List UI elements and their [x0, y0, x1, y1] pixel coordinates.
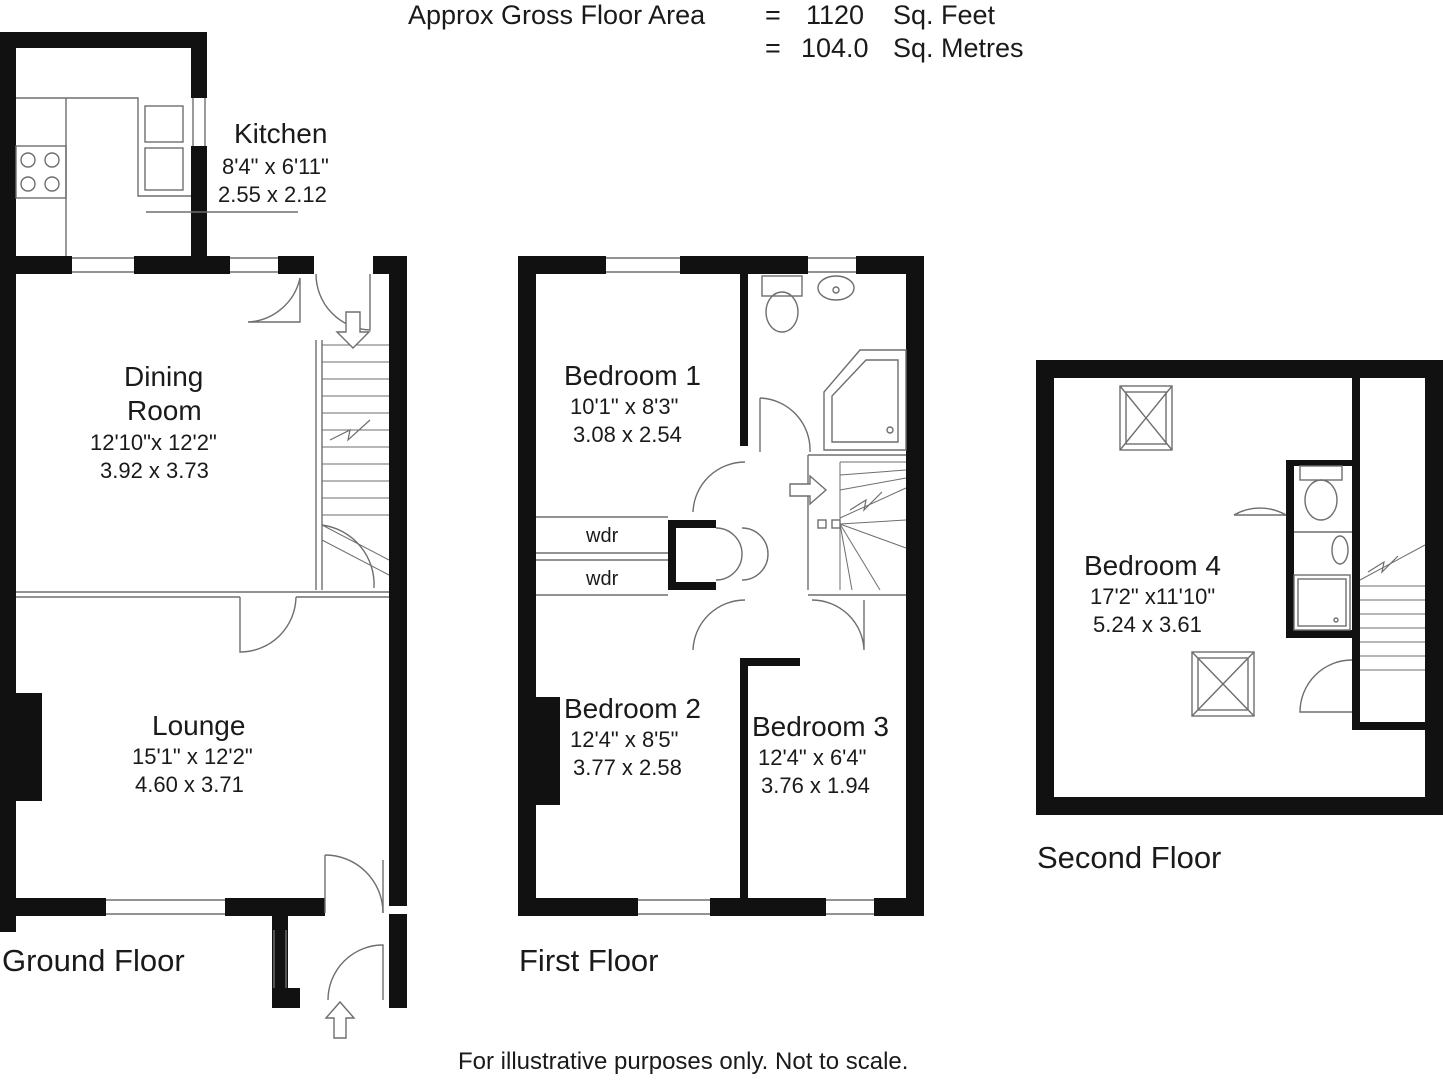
- ground-floor-walls: [0, 32, 407, 1008]
- equals-sign: =: [765, 33, 781, 63]
- second-floor-walls: [1036, 360, 1443, 815]
- lounge-metric: 4.60 x 3.71: [135, 772, 244, 797]
- bedroom4-name: Bedroom 4: [1084, 550, 1221, 581]
- ground-floor-fixtures: [15, 97, 390, 1039]
- bedroom2-name: Bedroom 2: [564, 693, 701, 724]
- sq-metres-unit: Sq. Metres: [893, 33, 1024, 63]
- lounge-imperial: 15'1" x 12'2": [132, 744, 253, 769]
- bedroom1-name: Bedroom 1: [564, 360, 701, 391]
- wardrobe-label: wdr: [586, 568, 619, 590]
- sq-feet-value: 1120: [806, 0, 865, 30]
- second-floor-fixtures: [1119, 385, 1426, 717]
- ground-floor-label: Ground Floor: [2, 943, 185, 978]
- ground-floor-plan: [0, 32, 407, 1039]
- first-floor-fixtures: [536, 257, 907, 915]
- kitchen-name: Kitchen: [234, 118, 328, 149]
- bedroom1-metric: 3.08 x 2.54: [573, 422, 682, 447]
- lounge-name: Lounge: [152, 710, 246, 741]
- dining-imperial: 12'10"x 12'2": [90, 430, 217, 455]
- second-floor-label: Second Floor: [1037, 840, 1222, 875]
- disclaimer-note: For illustrative purposes only. Not to s…: [458, 1048, 909, 1075]
- dining-name-line2: Room: [127, 395, 202, 426]
- first-floor-label: First Floor: [519, 943, 659, 978]
- bedroom2-metric: 3.77 x 2.58: [573, 755, 682, 780]
- dining-metric: 3.92 x 3.73: [100, 458, 209, 483]
- bedroom4-metric: 5.24 x 3.61: [1093, 612, 1202, 637]
- equals-sign: =: [765, 0, 781, 30]
- bedroom2-imperial: 12'4" x 8'5": [570, 727, 679, 752]
- dining-name-line1: Dining: [124, 361, 204, 392]
- first-floor-plan: [518, 256, 924, 916]
- sq-metres-value: 104.0: [801, 33, 869, 63]
- second-floor-plan: [1036, 360, 1443, 815]
- kitchen-imperial: 8'4" x 6'11": [222, 154, 329, 179]
- gross-area-label: Approx Gross Floor Area: [408, 0, 706, 30]
- bedroom3-imperial: 12'4" x 6'4": [758, 745, 867, 770]
- kitchen-metric: 2.55 x 2.12: [218, 182, 327, 207]
- bedroom3-name: Bedroom 3: [752, 711, 889, 742]
- sq-feet-unit: Sq. Feet: [893, 0, 996, 30]
- first-floor-walls: [518, 256, 924, 916]
- bedroom4-imperial: 17'2" x11'10": [1090, 584, 1216, 609]
- wardrobe-label: wdr: [586, 525, 619, 547]
- bedroom3-metric: 3.76 x 1.94: [761, 773, 870, 798]
- bedroom1-imperial: 10'1" x 8'3": [570, 394, 679, 419]
